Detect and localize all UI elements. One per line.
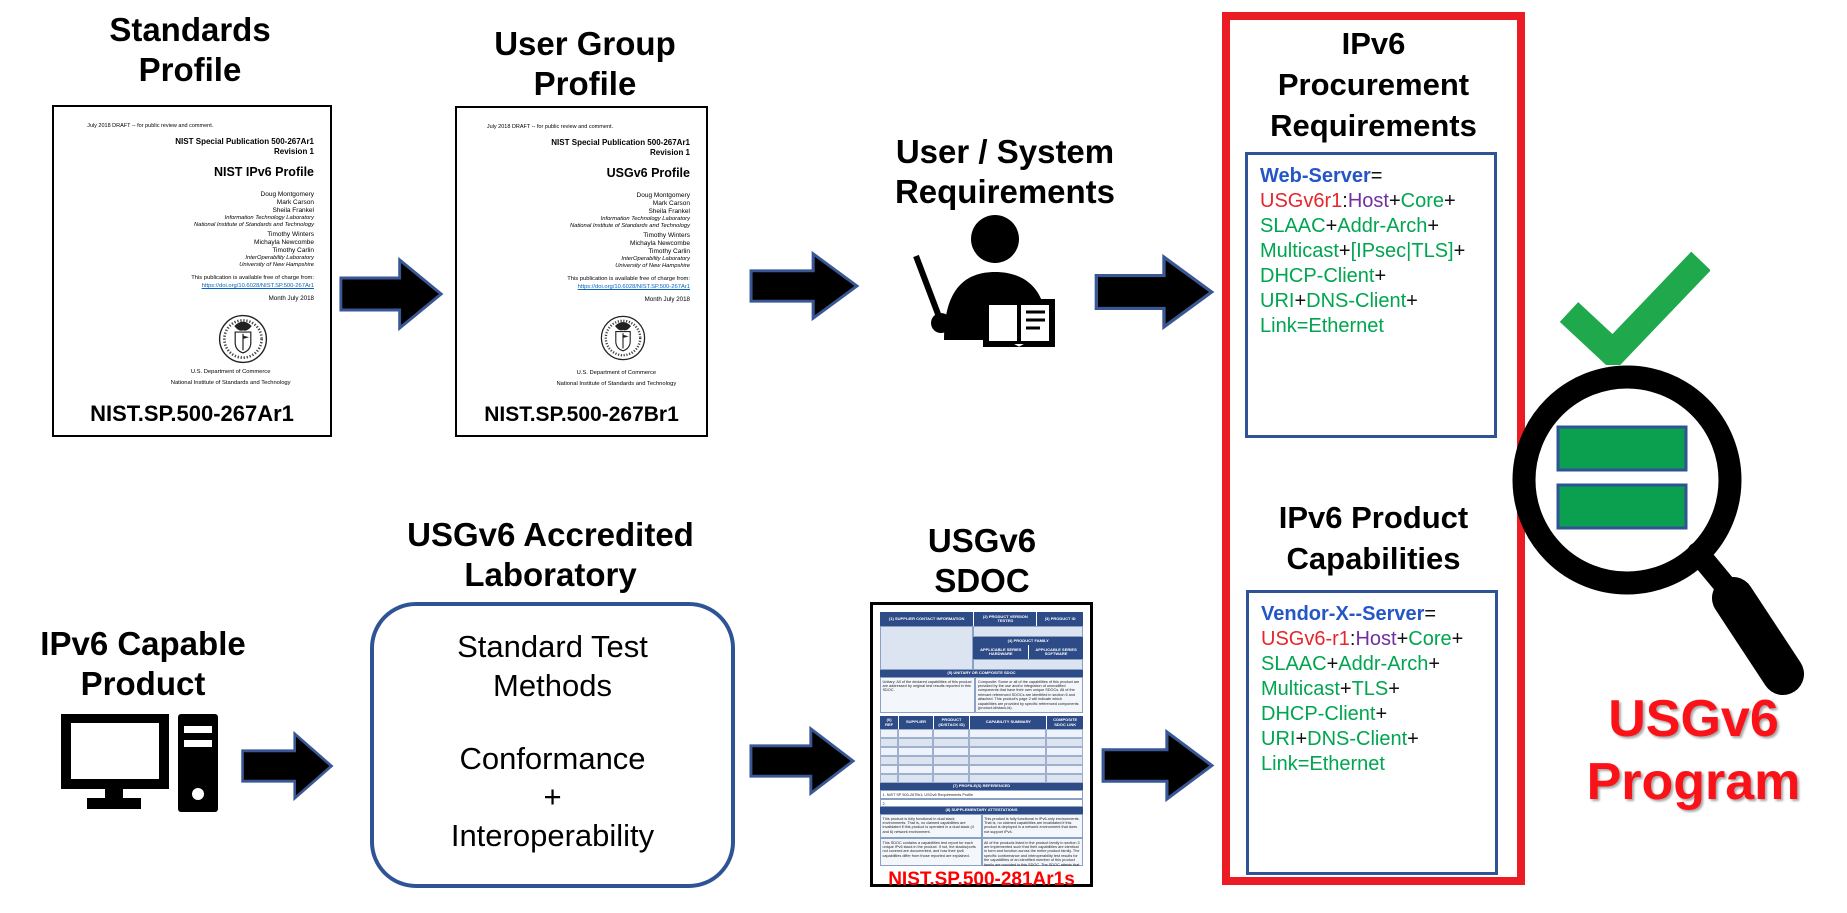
doc-authors-nist: Doug Montgomery Mark Carson Sheila Frank… bbox=[260, 191, 314, 214]
analyst-person-icon bbox=[900, 214, 1070, 352]
sdoc-h8: (8) SUPPLEMENTARY ATTESTATIONS bbox=[880, 807, 1083, 814]
doc-authors-nist: Doug Montgomery Mark Carson Sheila Frank… bbox=[636, 192, 690, 215]
product-capabilities-box: Vendor-X--Server=USGv6-r1:Host+Core+SLAA… bbox=[1246, 590, 1498, 875]
doc-date: Month July 2018 bbox=[644, 296, 690, 303]
desktop-computer-icon bbox=[60, 713, 222, 816]
doc-date: Month July 2018 bbox=[268, 295, 314, 302]
user-group-profile-document: July 2018 DRAFT -- for public review and… bbox=[455, 106, 708, 437]
accredited-laboratory-box: Standard Test Methods Conformance + Inte… bbox=[370, 602, 735, 888]
flow-arrow-6 bbox=[1100, 728, 1215, 803]
sdoc-composite-text: Composite: Some or all of the capabiliti… bbox=[975, 677, 1083, 713]
lab-standard-test-methods: Standard Test Methods bbox=[457, 629, 648, 703]
usgv6-program-label: USGv6 Program bbox=[1586, 690, 1801, 812]
lab-spacer bbox=[374, 706, 731, 740]
product-capabilities-title: IPv6 Product Capabilities bbox=[1278, 500, 1469, 576]
doc-nist-line: National Institute of Standards and Tech… bbox=[556, 381, 677, 387]
doc-authors-unh: Timothy Winters Michayla Newcombe Timoth… bbox=[254, 231, 314, 254]
flow-arrow-2 bbox=[748, 250, 860, 322]
procurement-requirements-box: Web-Server=USGv6r1:Host+Core+SLAAC+Addr-… bbox=[1245, 152, 1497, 438]
doc-title: USGv6 Profile bbox=[606, 166, 690, 180]
flow-arrow-1 bbox=[338, 256, 444, 332]
doc-affiliation-nist: Information Technology Laboratory Nation… bbox=[570, 216, 690, 229]
sdoc-title: USGv6 SDOC bbox=[927, 522, 1037, 600]
doc-publication-number: NIST Special Publication 500-267Ar1 Revi… bbox=[175, 137, 314, 157]
sdoc-att2: This product is fully functional in IPv6… bbox=[981, 814, 1083, 838]
sdoc-h5: (5) UNITARY OR COMPOSITE SDOC bbox=[880, 670, 1083, 677]
lab-interoperability: Interoperability bbox=[450, 818, 655, 853]
sdoc-att1: This product is fully functional in dual… bbox=[880, 814, 982, 838]
doc-red-label: NIST.SP.500-267Br1 bbox=[484, 403, 679, 426]
sdoc-version-cell bbox=[973, 626, 1083, 637]
lab-conformance: Conformance bbox=[459, 740, 646, 776]
doc-nist-line: National Institute of Standards and Tech… bbox=[170, 380, 291, 386]
sdoc-h1: (1) SUPPLIER CONTACT INFORMATION bbox=[880, 612, 974, 626]
user-group-profile-title: User Group Profile bbox=[494, 25, 676, 103]
doc-affiliation-unh: InterOperability Laboratory University o… bbox=[239, 255, 314, 268]
doc-dept-line: U.S. Department of Commerce bbox=[190, 369, 271, 375]
doc-availability: This publication is available free of ch… bbox=[191, 275, 314, 291]
sdoc-col-ref: (6) REF bbox=[880, 716, 899, 729]
sdoc-unitary-text: Unitary: All of the declared capabilitie… bbox=[880, 677, 976, 713]
sdoc-supplier-cell bbox=[880, 626, 974, 670]
doc-draft-note: July 2018 DRAFT -- for public review and… bbox=[87, 123, 214, 129]
accredited-laboratory-title: USGv6 Accredited Laboratory bbox=[407, 516, 694, 594]
standards-profile-document: July 2018 DRAFT -- for public review and… bbox=[52, 105, 332, 437]
flow-arrow-4 bbox=[240, 730, 334, 802]
commerce-seal-icon bbox=[599, 314, 651, 366]
sdoc-document: (1) SUPPLIER CONTACT INFORMATION (2) PRO… bbox=[870, 602, 1093, 890]
sdoc-col-supplier: SUPPLIER bbox=[898, 716, 933, 729]
sdoc-col-capability: CAPABILITY SUMMARY bbox=[969, 716, 1047, 729]
user-system-requirements-title: User / System Requirements bbox=[894, 133, 1116, 211]
doc-affiliation-unh: InterOperability Laboratory University o… bbox=[615, 256, 690, 269]
doc-availability-text: This publication is available free of ch… bbox=[567, 276, 690, 282]
doc-doi-link[interactable]: https://doi.org/10.6028/NIST.SP.500-267A… bbox=[577, 283, 690, 290]
sdoc-col-product: PRODUCT (ID/STACK ID) bbox=[932, 716, 970, 729]
flow-arrow-3 bbox=[1093, 253, 1215, 331]
ipv6-capable-product-title: IPv6 Capable Product bbox=[40, 625, 246, 703]
doc-publication-number: NIST Special Publication 500-267Ar1 Revi… bbox=[551, 138, 690, 158]
procurement-requirements-title: IPv6 Procurement Requirements bbox=[1270, 26, 1477, 143]
sdoc-att4: All of the products listed in the produc… bbox=[981, 838, 1083, 866]
sdoc-att3: This SDOC contains a capabilities test r… bbox=[880, 838, 982, 866]
sdoc-h4: (4) PRODUCT FAMILY bbox=[973, 637, 1083, 645]
sdoc-h7: (7) PROFILE(S) REFERENCED bbox=[880, 783, 1083, 790]
doc-draft-note: July 2018 DRAFT -- for public review and… bbox=[486, 124, 614, 130]
sdoc-ref2: 2. bbox=[880, 799, 1083, 807]
sdoc-h3: (3) PRODUCT ID bbox=[1036, 612, 1083, 626]
doc-doi-link[interactable]: https://doi.org/10.6028/NIST.SP.500-267A… bbox=[201, 282, 314, 289]
doc-authors-unh: Timothy Winters Michayla Newcombe Timoth… bbox=[630, 232, 690, 255]
sdoc-h4a: APPLICABLE SERIES HARDWARE bbox=[973, 645, 1029, 659]
doc-red-label: NIST.SP.500-267Ar1 bbox=[90, 401, 294, 426]
sdoc-h4b: APPLICABLE SERIES SOFTWARE bbox=[1028, 645, 1083, 659]
sdoc-family-cell bbox=[973, 659, 1083, 670]
sdoc-h2: (2) PRODUCT VERSION TESTED bbox=[973, 612, 1037, 626]
doc-dept-line: U.S. Department of Commerce bbox=[576, 370, 657, 376]
doc-availability-text: This publication is available free of ch… bbox=[191, 275, 314, 281]
magnifier-equals-icon bbox=[1495, 352, 1815, 714]
green-checkmark-icon bbox=[1558, 250, 1711, 372]
lab-plus: + bbox=[543, 779, 562, 815]
standards-profile-title: Standards Profile bbox=[109, 11, 271, 89]
sdoc-ref1: 1. NIST SP 500-267Br1; USGv6 Requirement… bbox=[880, 790, 1083, 799]
doc-title: NIST IPv6 Profile bbox=[213, 165, 314, 179]
sdoc-col-link: COMPOSITE SDOC LINK bbox=[1046, 716, 1083, 729]
doc-affiliation-nist: Information Technology Laboratory Nation… bbox=[194, 215, 314, 228]
commerce-seal-icon bbox=[217, 313, 269, 365]
doc-availability: This publication is available free of ch… bbox=[567, 276, 690, 292]
sdoc-red-label: NIST.SP.500-281Ar1s bbox=[888, 869, 1075, 890]
flow-arrow-5 bbox=[748, 725, 856, 797]
